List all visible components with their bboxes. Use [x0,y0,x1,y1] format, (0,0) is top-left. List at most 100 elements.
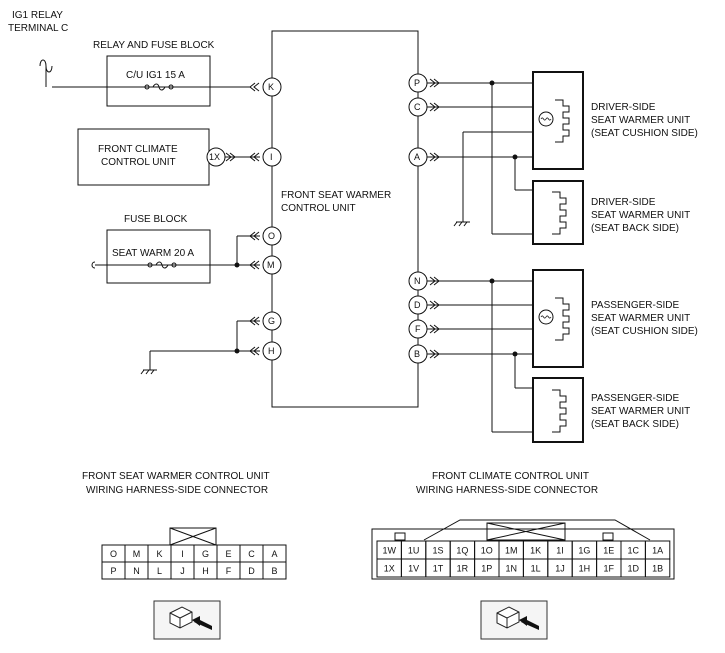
seat-warmer-connector-pin-label: D [248,566,255,576]
seat-warmer-control-unit [271,30,419,408]
seat-warmer-connector-pin-label: H [202,566,209,576]
svg-text:I: I [270,152,273,162]
seat-warmer-connector-pin-label: O [110,549,117,559]
climate-connector-pin-label: 1D [627,564,639,574]
seat-warmer-connector-pin-label: M [133,549,141,559]
terminal-m: M [249,255,282,275]
seat-warmer-connector-pin-label: I [181,549,184,559]
svg-text:D: D [414,300,421,310]
svg-text:K: K [268,82,274,92]
climate-unit-label-2: CONTROL UNIT [101,157,176,168]
connector-right-title-1: FRONT CLIMATE CONTROL UNIT [432,471,589,482]
seat-warmer-connector-pin-label: F [226,566,232,576]
svg-text:B: B [414,349,420,359]
connector-view-icon [480,600,548,640]
climate-connector-pin-label: 1P [481,564,492,574]
climate-connector-pin-label: 1K [530,546,541,556]
seat-warmer-connector-pin-label: N [133,566,140,576]
climate-connector-pin-label: 1I [556,546,564,556]
seat-warmer-connector-pin-label: A [271,549,277,559]
climate-connector-pin-cell [644,558,671,578]
unit-1-label-2: SEAT WARMER UNIT [591,115,690,126]
driver-cushion-unit [532,71,584,170]
seat-warmer-connector-pin-cell [262,561,287,580]
connector-right-title-2: WIRING HARNESS-SIDE CONNECTOR [416,485,598,496]
svg-text:M: M [267,260,275,270]
relay-fuse-block-title: RELAY AND FUSE BLOCK [93,40,215,51]
climate-connector-pin-label: 1O [481,546,493,556]
relay-source-label-1: IG1 RELAY [12,10,63,21]
climate-connector-pin-label: 1W [382,546,396,556]
svg-text:N: N [414,276,421,286]
unit-3-label-2: SEAT WARMER UNIT [591,313,690,324]
fuse-block [106,229,211,284]
terminal-f: F [408,319,440,339]
terminal-c: C [408,97,440,117]
seat-warmer-connector-pin-label: P [110,566,116,576]
terminal-g: G [249,311,282,331]
climate-connector-pin-label: 1S [432,546,443,556]
fuse-block-wire-end [91,261,96,269]
relay-source-label-2: TERMINAL C [8,23,68,34]
seat-warmer-connector-pin-label: C [248,549,255,559]
passenger-back-unit [532,377,584,443]
climate-unit-pin: 1X [209,152,220,162]
climate-connector-pin-label: 1X [384,564,395,574]
climate-connector-pin-label: 1N [505,564,517,574]
connector-left-title-2: WIRING HARNESS-SIDE CONNECTOR [86,485,268,496]
climate-connector-pin-label: 1C [627,546,639,556]
unit-2-label-2: SEAT WARMER UNIT [591,210,690,221]
terminal-k: K [249,77,282,97]
terminal-i: I [249,147,282,167]
climate-connector-pin-label: 1R [457,564,469,574]
svg-text:C: C [414,102,421,112]
connector-left-title-1: FRONT SEAT WARMER CONTROL UNIT [82,471,270,482]
climate-connector-pin-label: 1E [603,546,614,556]
unit-2-label-3: (SEAT BACK SIDE) [591,223,679,234]
climate-connector-pin-label: 1U [408,546,420,556]
climate-connector-pin-label: 1J [555,564,565,574]
unit-4-label-3: (SEAT BACK SIDE) [591,419,679,430]
fuse-block-title: FUSE BLOCK [124,214,188,225]
terminal-o: O [249,226,282,246]
connector-view-icon [153,600,221,640]
seat-warmer-connector-pin-label: J [180,566,185,576]
driver-back-unit [532,180,584,245]
relay-fuse-block [106,55,211,107]
climate-connector-pin-label: 1L [531,564,541,574]
control-unit-label-1: FRONT SEAT WARMER [281,190,391,201]
passenger-cushion-unit [532,269,584,368]
svg-text:F: F [415,324,421,334]
terminal-h: H [249,341,282,361]
fuse-block-label: SEAT WARM 20 A [112,248,194,259]
seat-warmer-connector-pin-label: B [271,566,277,576]
svg-text:H: H [268,346,275,356]
relay-fuse-label: C/U IG1 15 A [126,70,185,81]
climate-connector-pin-label: 1B [652,564,663,574]
unit-1-label-3: (SEAT CUSHION SIDE) [591,128,698,139]
climate-connector-pin-label: 1T [433,564,444,574]
unit-3-label-1: PASSENGER-SIDE [591,300,679,311]
unit-4-label-1: PASSENGER-SIDE [591,393,679,404]
climate-connector-pin-label: 1F [604,564,615,574]
svg-text:A: A [414,152,420,162]
seat-warmer-connector-pin-label: G [202,549,209,559]
seat-warmer-connector: O M K I G E C A P N L J H F D B [101,527,287,580]
seat-warmer-connector-pin-label: K [156,549,162,559]
svg-text:G: G [268,316,275,326]
climate-unit-label-1: FRONT CLIMATE [98,144,178,155]
svg-text:P: P [414,78,420,88]
climate-connector-pin-label: 1G [578,546,590,556]
unit-4-label-2: SEAT WARMER UNIT [591,406,690,417]
ground-icon [140,369,158,375]
climate-connector-pin-label: 1V [408,564,419,574]
unit-2-label-1: DRIVER-SIDE [591,197,656,208]
seat-warmer-connector-pin-label: L [157,566,162,576]
climate-connector-pin-label: 1M [505,546,518,556]
svg-text:O: O [268,231,275,241]
control-unit-label-2: CONTROL UNIT [281,203,356,214]
ground-icon [453,221,471,227]
climate-connector-pin-label: 1A [652,546,663,556]
seat-warmer-connector-pin-label: E [225,549,231,559]
